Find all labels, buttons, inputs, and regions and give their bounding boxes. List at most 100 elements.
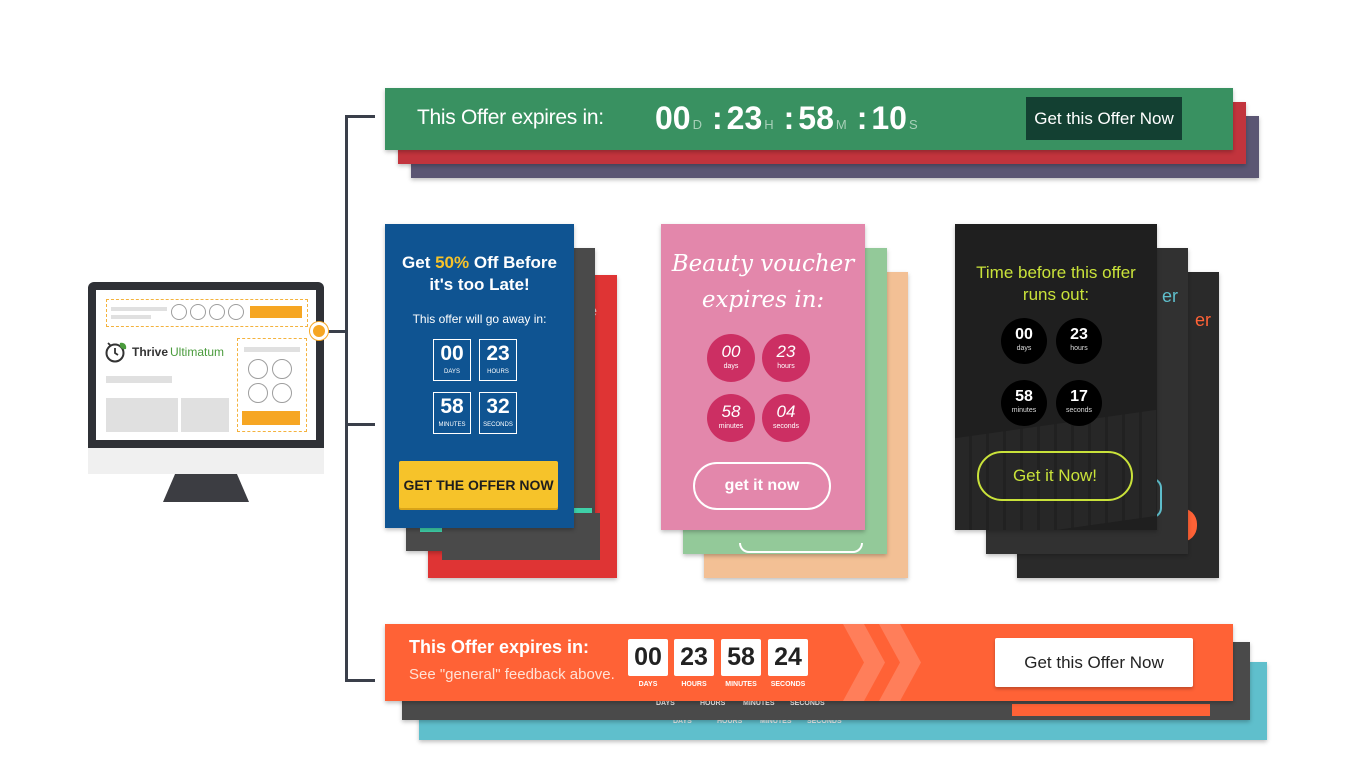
timer-value: 17 (1070, 388, 1088, 405)
card-title-rest: Off Before (469, 253, 557, 272)
monitor-chin (88, 448, 324, 474)
wireframe-widget (237, 338, 307, 432)
wireframe-line (111, 315, 151, 319)
timer-circle-minutes: 58 minutes (1001, 380, 1047, 426)
timer-minutes: 58 (798, 100, 834, 136)
timer-circle-minutes: 58 minutes (707, 394, 755, 442)
timer-value: 23 (776, 342, 796, 361)
ghost-label: DAYS (656, 700, 675, 707)
thrive-ultimatum-logo: Thrive Ultimatum (104, 340, 224, 364)
timer-box-days: 00 DAYS (433, 339, 471, 381)
card-title: Time before this offer runs out: (955, 262, 1157, 306)
timer-seconds-unit: S (908, 117, 918, 132)
peek-text: er (1195, 310, 1212, 330)
timer-value: 32 (486, 395, 510, 418)
timer-separator: : (856, 100, 868, 136)
timer-value: 58 (1015, 388, 1033, 405)
ghost-label: SECONDS (790, 700, 825, 707)
connector-branch-top (345, 115, 375, 118)
monitor-stand (163, 474, 249, 502)
timer-box-days: 00 (628, 639, 668, 676)
timer-value: 04 (776, 402, 796, 421)
card-title: Beauty voucher expires in: (661, 246, 865, 318)
chevron-decoration (843, 624, 885, 701)
wireframe-circle (209, 304, 225, 320)
timer-box-seconds: 32 SECONDS (479, 392, 517, 434)
card-subtitle: This offer will go away in: (412, 312, 547, 326)
timer-circle-days: 00 days (1001, 318, 1047, 364)
timer-days-unit: D (692, 117, 702, 132)
clock-leaf-icon (105, 342, 127, 363)
timer-value: 23 (1070, 326, 1088, 343)
timer-circle-hours: 23 hours (762, 334, 810, 382)
variant-button-edge (1012, 704, 1210, 716)
timer-circle-hours: 23 hours (1056, 318, 1102, 364)
card-title-line1: Time before this offer (976, 263, 1136, 282)
ghost-label: MINUTES (743, 700, 775, 707)
timer-separator: : (783, 100, 795, 136)
get-offer-button[interactable]: Get this Offer Now (1026, 97, 1182, 140)
timer-box-minutes: 58 (721, 639, 761, 676)
timer-label: minutes (718, 423, 744, 430)
timer-label: days (723, 363, 739, 370)
timer-box-seconds: 24 (768, 639, 808, 676)
timer-hours-unit: H (764, 117, 774, 132)
timer-label: minutes (1011, 407, 1037, 414)
get-it-now-button[interactable]: Get it Now! (977, 451, 1133, 501)
ghost-label: HOURS (717, 718, 743, 725)
wireframe-block (106, 398, 178, 432)
timer-value: 00 (440, 342, 464, 365)
timer-label: DAYS (638, 681, 658, 688)
dark-countdown-card: Time before this offer runs out: 00 days… (955, 224, 1157, 530)
wireframe-circle (190, 304, 206, 320)
get-offer-button[interactable]: GET THE OFFER NOW (399, 461, 558, 508)
timer-seconds: 10 (871, 100, 907, 136)
timer-label: SECONDS (483, 422, 513, 428)
timer-days: 00 (655, 100, 691, 136)
wireframe-circle (272, 359, 292, 379)
card-title-line1: Beauty voucher (671, 251, 855, 277)
card-title-prefix: Get (402, 253, 436, 272)
monitor-frame: Thrive Ultimatum (88, 282, 324, 448)
wireframe-circle (171, 304, 187, 320)
timer-label: HOURS (681, 681, 707, 688)
card-title-line2: runs out: (1022, 285, 1090, 304)
timer-label: DAYS (444, 369, 460, 375)
timer-separator: : (711, 100, 723, 136)
timer-label: MINUTES (438, 422, 466, 428)
ribbon-title: This Offer expires in: (409, 637, 590, 657)
wireframe-ribbon (106, 299, 308, 327)
monitor-screen: Thrive Ultimatum (96, 290, 316, 440)
card-title-highlight: 50% (435, 253, 470, 272)
logo-word-thrive: Thrive (132, 345, 169, 359)
timer-label: MINUTES (725, 681, 757, 688)
ghost-label: MINUTES (760, 718, 792, 725)
timer-value: 00 (721, 342, 741, 361)
get-it-now-button[interactable]: get it now (693, 462, 831, 510)
timer-circle-seconds: 17 seconds (1056, 380, 1102, 426)
card-variant-button-edge (739, 543, 863, 553)
timer-circle-days: 00 days (707, 334, 755, 382)
timer-value: 00 (1015, 326, 1033, 343)
wireframe-line (106, 376, 172, 383)
ribbon-subtitle: See "general" feedback above. (409, 666, 615, 683)
ribbon-title: This Offer expires in: (417, 106, 604, 129)
connector-dot (310, 322, 328, 340)
connector-vertical (345, 115, 348, 682)
wireframe-line (244, 347, 300, 352)
wireframe-button (242, 411, 300, 425)
wireframe-circle (228, 304, 244, 320)
timer-label: seconds (772, 423, 800, 430)
ghost-label: HOURS (700, 700, 726, 707)
timer-label: HOURS (487, 369, 509, 375)
ghost-label: SECONDS (807, 718, 842, 725)
connector-branch-middle (345, 423, 375, 426)
get-offer-button[interactable]: Get this Offer Now (995, 638, 1193, 687)
monitor-illustration: Thrive Ultimatum (88, 282, 324, 474)
wireframe-button (250, 306, 302, 318)
connector-branch-monitor (328, 330, 346, 333)
timer-minutes-unit: M (835, 117, 847, 132)
wireframe-circle (248, 359, 268, 379)
timer-value: 23 (486, 342, 510, 365)
